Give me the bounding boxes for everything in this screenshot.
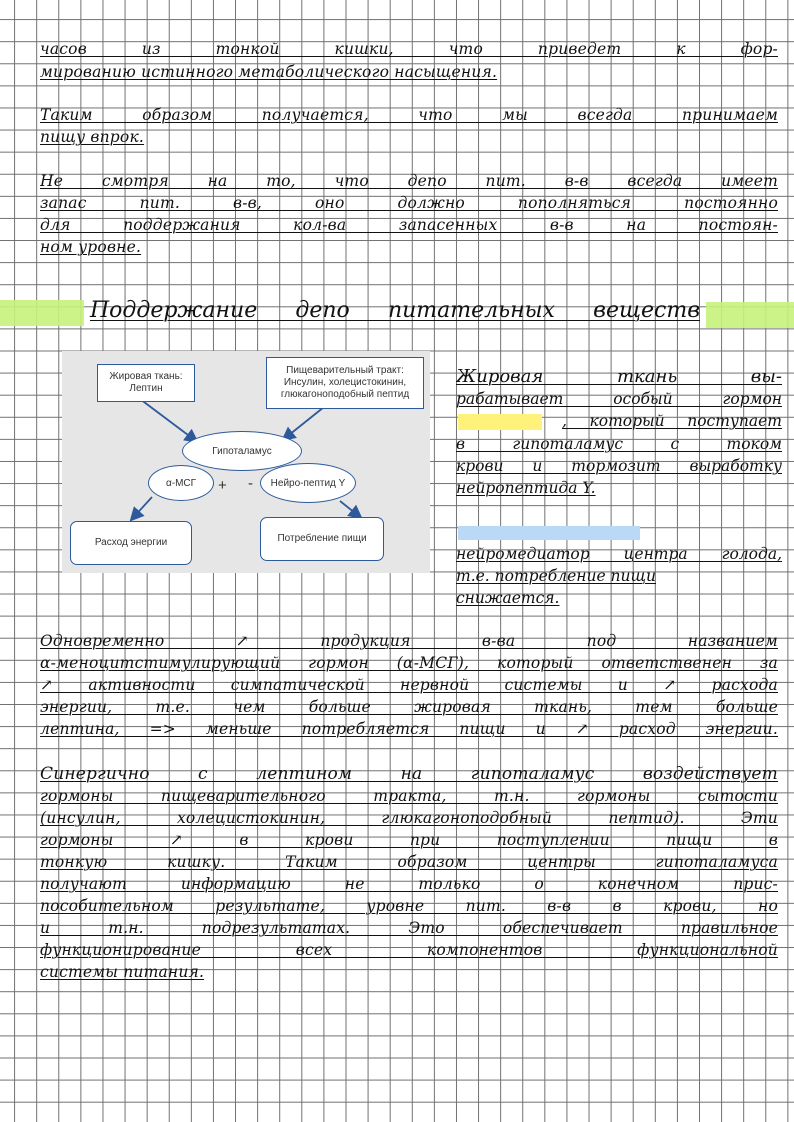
- text-line: функционирование всех компонентов функци…: [40, 941, 778, 959]
- highlight-blank-yellow: [458, 414, 542, 430]
- text-line: гормоны ↗ в крови при поступлении пищи в: [40, 831, 778, 849]
- text-line: системы питания.: [40, 963, 205, 981]
- plus-sign: +: [218, 477, 227, 494]
- regulation-diagram: Жировая ткань: Лептин Пищеварительный тр…: [62, 351, 430, 573]
- highlight-marker-right: [706, 302, 794, 328]
- msg-node: α-МСГ: [148, 465, 214, 501]
- diagram-arrows: [129, 398, 363, 522]
- text-line: снижается.: [456, 589, 560, 607]
- text-line: и т.н. подрезультатах. Это обеспечивает …: [40, 919, 778, 937]
- text-line: в гипоталамус с током: [456, 435, 782, 453]
- text-line: пищу впрок.: [40, 128, 145, 146]
- text-line: рабатывает особый гормон: [456, 390, 782, 408]
- text-line: мированию истинного метаболического насы…: [40, 63, 498, 81]
- text-line: запас пит. в-в, оно должно пополняться п…: [40, 194, 778, 212]
- text-line: для поддержания кол-ва запасенных в-в на…: [40, 216, 778, 234]
- text-line: , который поступает: [562, 412, 782, 430]
- text-line: т.е. потребление пищи: [456, 567, 657, 585]
- text-line: получают информацию не только о конечном…: [40, 875, 778, 893]
- text-line: лептина, => меньше потребляется пищи и ↗…: [40, 720, 778, 738]
- text-line: пособительном результате, уровне пит. в-…: [40, 897, 778, 915]
- text-line: часов из тонкой кишки, что приведет к фо…: [40, 40, 778, 58]
- text-line: ном уровне.: [40, 238, 142, 256]
- text-line: ↗ активности симпатической нервной систе…: [40, 676, 778, 694]
- text-line: гормоны пищеварительного тракта, т.н. го…: [40, 787, 778, 805]
- text-line: Синергично с лептином на гипоталамус воз…: [40, 764, 778, 784]
- text-line: Таким образом получается, что мы всегда …: [40, 106, 778, 124]
- highlight-marker-left: [0, 300, 84, 326]
- neuropeptide-node: Нейро-пептид Y: [260, 463, 356, 503]
- text-line: α-меноцитстимулирующий гормон (α-МСГ), к…: [40, 654, 778, 672]
- text-line: крови и тормозит выработку: [456, 457, 782, 475]
- text-line: Жировая ткань вы-: [456, 366, 782, 387]
- energy-expenditure-box: Расход энергии: [70, 521, 192, 565]
- highlight-blank-blue: [458, 526, 640, 540]
- fat-tissue-box: Жировая ткань: Лептин: [97, 364, 195, 402]
- section-heading: Поддержание депо питательных веществ: [90, 298, 700, 323]
- text-line: тонкую кишку. Таким образом центры гипот…: [40, 853, 778, 871]
- text-line: Не смотря на то, что депо пит. в-в всегд…: [40, 172, 778, 190]
- minus-sign: -: [248, 475, 253, 492]
- text-line: Одновременно ↗ продукция в-ва под назван…: [40, 632, 778, 650]
- text-line: нейромедиатор центра голода,: [456, 545, 782, 563]
- text-line: (инсулин, холецистокинин, глюкагоноподоб…: [40, 809, 778, 827]
- text-line: энергии, т.е. чем больше жировая ткань, …: [40, 698, 778, 716]
- hypothalamus-node: Гипоталамус: [182, 431, 302, 471]
- food-intake-box: Потребление пищи: [260, 517, 384, 561]
- text-line: нейропептида Y.: [456, 479, 596, 497]
- digestive-tract-box: Пищеварительный тракт: Инсулин, холецист…: [266, 357, 424, 409]
